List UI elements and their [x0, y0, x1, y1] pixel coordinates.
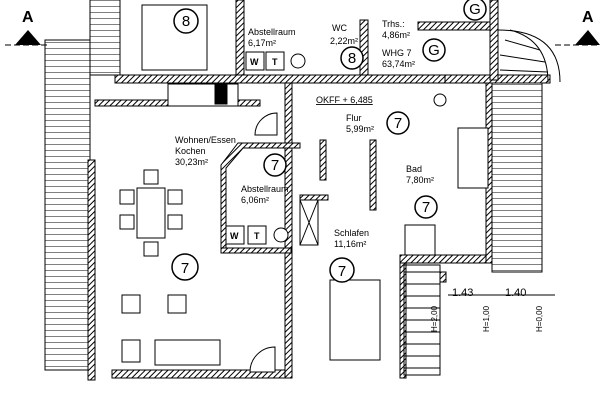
room-area: 30,23m²	[175, 157, 208, 167]
walls	[87, 0, 551, 381]
wardrobe	[329, 279, 381, 361]
room-area: 6,17m²	[248, 38, 276, 48]
room-area: 11,16m²	[334, 239, 366, 249]
room-area: 6,06m²	[241, 195, 269, 205]
room-name: Schlafen	[334, 228, 369, 238]
marker-7: 7	[422, 199, 430, 216]
sill-height: H=0,00	[535, 305, 544, 332]
appliances	[225, 51, 306, 245]
room-name: Abstellraum	[248, 27, 296, 37]
dining-table	[136, 187, 166, 239]
marker-8: 8	[348, 50, 356, 67]
sill-height: H=2,00	[430, 305, 439, 332]
room-name: Flur	[346, 113, 362, 123]
room-name: Bad	[406, 164, 422, 174]
marker-7: 7	[394, 115, 402, 132]
roof-strip-right	[491, 81, 543, 273]
room-name: Wohnen/Essen	[175, 135, 236, 145]
washer-label: W	[250, 57, 259, 67]
marker-8: 8	[182, 13, 190, 30]
marker-7: 7	[181, 260, 189, 277]
room-area: 5,99m²	[346, 124, 374, 134]
unit-markers	[171, 0, 487, 283]
marker-g: G	[469, 1, 481, 18]
room-name: Abstellraum	[241, 184, 289, 194]
shower	[404, 224, 436, 256]
room-area: 2,22m²	[330, 36, 358, 46]
section-marker-left: A	[22, 9, 34, 26]
bed	[141, 4, 208, 71]
room-name: Kochen	[175, 146, 206, 156]
room-area: 7,80m²	[406, 175, 434, 185]
dimension: 1.40	[505, 287, 526, 299]
marker-g: G	[428, 42, 440, 59]
floor-level: OKFF + 6,485	[316, 95, 373, 105]
dryer-label: T	[254, 231, 260, 241]
section-marker-right: A	[582, 9, 594, 26]
room-area: 4,86m²	[382, 30, 410, 40]
room-name: WC	[332, 23, 347, 33]
section-markers	[5, 30, 600, 46]
bathtub	[457, 127, 489, 189]
sofa	[154, 339, 221, 366]
roof-strip-left	[44, 39, 91, 371]
washer-label: W	[230, 231, 239, 241]
marker-7: 7	[271, 157, 279, 174]
roof-strip-top	[89, 0, 121, 76]
staircase	[403, 29, 561, 376]
marker-7: 7	[338, 263, 346, 280]
dryer-label: T	[272, 57, 278, 67]
dimension: 1.43	[452, 287, 473, 299]
unit-name: WHG 7	[382, 48, 412, 58]
sill-height: H=1,00	[482, 305, 491, 332]
unit-area: 63,74m²	[382, 59, 415, 69]
room-name: Trhs.:	[382, 19, 405, 29]
furniture	[119, 4, 489, 373]
